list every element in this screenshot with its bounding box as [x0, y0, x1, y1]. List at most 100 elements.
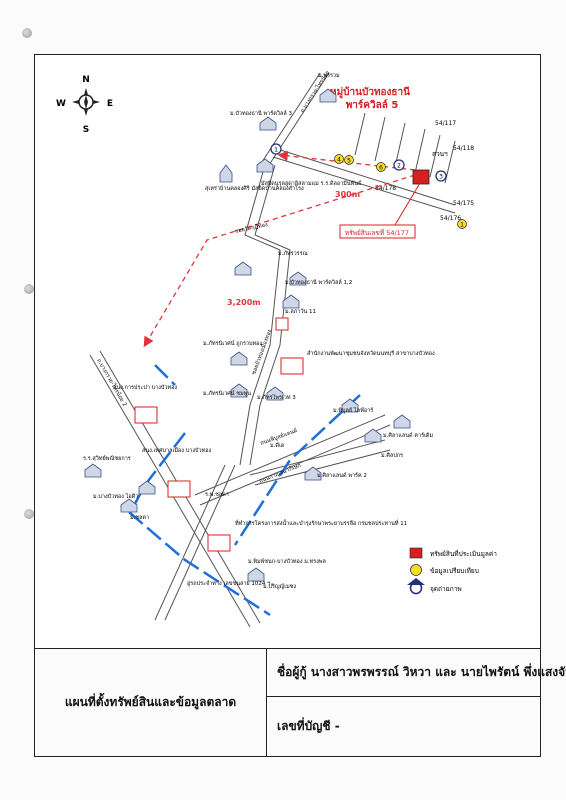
house-icon	[304, 466, 322, 481]
title-cell: แผนที่ตั้งทรัพย์สินและข้อมูลตลาด	[35, 649, 267, 756]
map-frame: N E S W	[34, 54, 541, 649]
compass-south-label: S	[83, 125, 89, 135]
place-label: สนง.การประปา บางบัวทอง	[113, 384, 177, 391]
camera-point-icon	[435, 170, 447, 182]
compass-east-label: E	[107, 99, 113, 109]
place-label: สนง.เทศบาลเมือง บางบัวทอง	[142, 447, 212, 454]
yellow-circle-icon	[344, 155, 354, 165]
yellow-circle-icon	[334, 154, 344, 164]
canal-line	[128, 364, 361, 617]
house-icon	[266, 386, 284, 401]
house-icon	[289, 271, 307, 286]
punch-hole	[22, 28, 32, 38]
village-title: หมู่บ้านบัวทองธานี	[330, 86, 410, 99]
place-label: ที่ทำการโครงการส่งน้ำและบำรุงรักษาพระยาบ…	[235, 519, 408, 527]
account-number: เลขที่บัญชี -	[277, 719, 340, 733]
yellow-circle-icon	[410, 564, 422, 576]
place-label: อู่รถประจำทาง เลขขนสาย 1024 ฯ	[187, 580, 270, 587]
legend-label: จุดถ่ายภาพ	[430, 585, 462, 593]
house-icon	[319, 88, 337, 103]
distance-near-label: 300m	[335, 190, 360, 199]
place-label: ม.บัวทองธานี พาร์ควิลล์ 3	[230, 110, 292, 117]
place-label: ม.ดีเด	[270, 442, 285, 449]
distance-far-label: 3,200m	[227, 298, 261, 307]
map-legend: ทรัพย์สินที่ประเมินมูลค่า ข้อมูลเปรียบเท…	[407, 547, 497, 595]
place-label: ม.บางบัวทอง ไอดีว	[93, 493, 138, 500]
legend-label: ทรัพย์สินที่ประเมินมูลค่า	[430, 549, 497, 558]
yellow-circle-icon	[376, 162, 386, 172]
office-boxes	[134, 317, 304, 552]
map-title: แผนที่ตั้งทรัพย์สินและข้อมูลตลาด	[64, 695, 237, 709]
house-icon	[256, 158, 274, 173]
red-square-icon	[409, 547, 423, 559]
subject-property-marker	[412, 169, 430, 185]
house-icon	[230, 383, 248, 398]
divider	[267, 696, 540, 697]
place-label: ม.ภัทรนิเวศน์ ชมพูน	[203, 390, 251, 397]
photo-points: 1 2 3	[270, 143, 447, 182]
subject-label-box	[339, 224, 416, 239]
mosque-icon	[219, 164, 233, 183]
house-icon	[234, 261, 252, 276]
place-label: ม.ปริญญ์เมซง	[263, 583, 296, 590]
place-label: ม.บัวทองธานี พาร์ควิลล์ 1,2	[285, 279, 352, 286]
comparable-number: 4	[337, 157, 341, 164]
house-icon	[120, 498, 138, 513]
road-network	[89, 72, 456, 628]
house-icon	[230, 351, 248, 366]
house-icon	[84, 463, 102, 478]
legend-label: ข้อมูลเปรียบเทียบ	[430, 567, 479, 575]
plot-label: 54/117	[435, 120, 456, 127]
place-label: ม.ศิลาแลนด์ คาร์เดิม	[383, 432, 433, 439]
place-labels: ม.พรรวม ม.บัวทองธานี พาร์ควิลล์ 3 มัสยิด…	[83, 73, 435, 590]
road-label: ซอยวัดกุฎีทอง	[234, 221, 269, 235]
house-icon	[393, 414, 411, 429]
view-number: 2	[397, 163, 401, 170]
subject-leader-line	[394, 182, 421, 226]
place-label: ม.ชลดา	[130, 514, 149, 521]
plot-label: 54/118	[453, 145, 474, 152]
place-label: สำนักงานพัฒนาชุมชนจังหวัดนนทบุรี สาขาบาง…	[307, 350, 435, 357]
place-label: ม.ลภาวัน 11	[285, 308, 316, 315]
house-icon	[247, 567, 265, 582]
place-label: ม.ศิลปกร	[381, 452, 403, 459]
house-icon	[138, 480, 156, 495]
plot-label: 54/176	[440, 215, 461, 222]
place-label: ร.พ.ชลดา	[205, 491, 229, 498]
house-icon	[259, 116, 277, 131]
location-map: N E S W	[56, 70, 497, 628]
place-label: มัสยิดนูรุลฮูดาอิสลามแม่ ร.ร.ดิลอามีนพัน…	[261, 180, 361, 187]
house-icon	[341, 398, 359, 413]
yellow-circle-icon	[457, 219, 467, 229]
borrower-name: ชื่อผู้กู้ นางสาวพรพรรณ์ วิหวา และ นายไพ…	[277, 665, 566, 679]
place-label: ม.พิบูลย์ ไลฟ์อาร์	[333, 407, 373, 414]
place-label: ม.ภัทรนิเวศน์ ถูกรวบทอง	[203, 340, 262, 347]
comparable-number: 6	[379, 165, 383, 172]
view-number: 1	[274, 147, 278, 154]
subject-label: ทรัพย์สินเลขที่ 54/177	[345, 228, 409, 237]
compass-north-label: N	[82, 75, 90, 85]
place-label: ม.พิมพ์ชนก-บางบัวทอง ม.ทรงพล	[248, 558, 326, 565]
place-label: ม.ภัทรวรรณ	[278, 250, 308, 257]
place-label: ม.ภัทรไพรเวท 3	[257, 394, 296, 401]
place-label: ร.ร.สุวิทย์พณิชยการ	[83, 455, 131, 462]
village-subtitle: พาร์ควิลล์ 5	[346, 99, 399, 111]
landmark-icons	[84, 88, 411, 582]
comparable-number: 5	[347, 158, 351, 165]
plot-label: 54/175	[453, 200, 474, 207]
house-icon	[282, 294, 300, 309]
place-label: สุเหร่าบ้านคลองศิริ มัสยิดบ้านคลองสำโรง	[205, 184, 304, 192]
punch-hole	[24, 509, 34, 519]
road-label: ถ.บางกรวย-ไทรน้อย 2	[95, 358, 128, 408]
place-label: ม.พรรวม	[318, 73, 340, 79]
house-icon	[364, 428, 382, 443]
comparable-markers: 4 5 6 1	[334, 154, 467, 229]
camera-point-icon	[393, 159, 405, 171]
plot-label: 54/178	[375, 185, 396, 192]
camera-point-icon	[407, 578, 425, 585]
place-label: ม.ศิลาแลนด์ พาร์ค 2	[317, 472, 367, 479]
park-label: สวนฯ	[432, 150, 448, 158]
punch-hole	[24, 284, 34, 294]
compass-west-label: W	[56, 99, 66, 109]
